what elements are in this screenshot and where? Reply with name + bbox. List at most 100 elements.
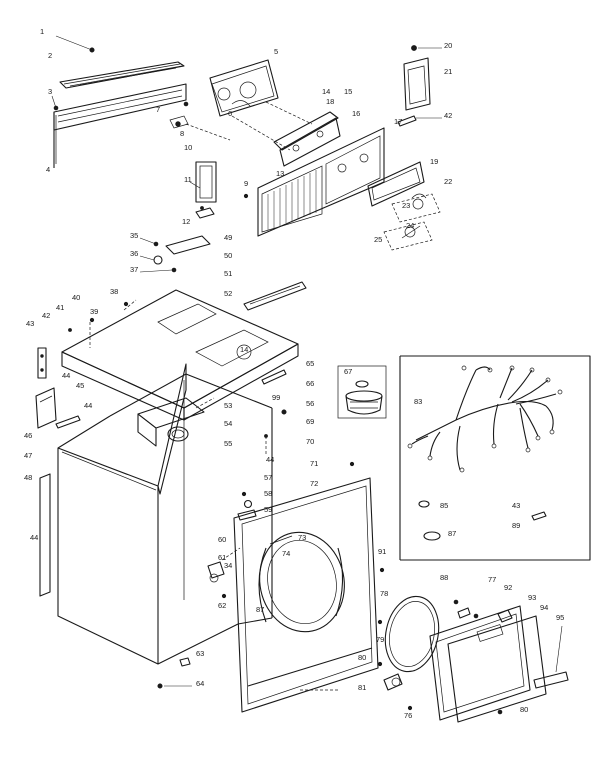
callout-c11: 11 — [184, 175, 192, 184]
callout-c93: 93 — [528, 593, 536, 602]
lid-switch-cover — [165, 235, 211, 255]
callout-c83: 83 — [414, 397, 422, 406]
callout-c5: 5 — [274, 47, 278, 56]
door-hinge-parts — [453, 599, 513, 623]
callout-c69: 69 — [306, 417, 314, 426]
left-bracket-44 — [37, 347, 47, 379]
callout-c19: 19 — [430, 157, 438, 166]
callout-c23: 23 — [402, 201, 410, 210]
callout-c89: 89 — [512, 521, 520, 530]
lamp-socket-24 — [383, 221, 433, 251]
control-bracket — [273, 111, 341, 167]
callout-c8: 8 — [180, 129, 184, 138]
callout-c42a: 42 — [444, 111, 452, 120]
callout-c52: 52 — [224, 289, 232, 298]
side-clip-69 — [264, 409, 287, 456]
callout-c46: 46 — [24, 431, 32, 440]
control-switch — [189, 161, 217, 203]
callout-c71: 71 — [310, 459, 318, 468]
hinge-bracket-46 — [35, 387, 81, 429]
hinge-pin — [397, 115, 442, 127]
callout-c53: 53 — [224, 401, 232, 410]
callout-c47: 47 — [24, 451, 32, 460]
callout-c48: 48 — [24, 473, 32, 482]
timer-assembly — [209, 59, 313, 151]
door-switch-parts — [207, 547, 241, 599]
control-panel-backsplash — [257, 127, 385, 237]
callout-c85: 85 — [440, 501, 448, 510]
callout-c35: 35 — [130, 231, 138, 240]
door-handle-95 — [533, 625, 569, 689]
callout-c34: 34 — [224, 561, 232, 570]
callout-c59: 59 — [264, 505, 272, 514]
switch-clip — [195, 206, 215, 219]
cabinet-body — [57, 363, 273, 665]
callout-c88: 88 — [440, 573, 448, 582]
callout-c20: 20 — [444, 41, 452, 50]
callout-c15: 15 — [344, 87, 352, 96]
callout-c14b: 14 — [240, 345, 248, 354]
callout-c7: 7 — [156, 105, 160, 114]
callout-c9: 9 — [244, 179, 248, 188]
console-back-panel — [53, 83, 187, 131]
indicator-lens-frame — [367, 161, 425, 207]
panel-end-cap-left — [53, 112, 57, 168]
front-panel — [233, 477, 379, 713]
door-panel-screw — [497, 709, 503, 715]
callout-c61: 61 — [218, 553, 226, 562]
callout-c44c: 44 — [30, 533, 38, 542]
door-inner-panel — [447, 615, 547, 723]
lid-hinge-bracket — [403, 45, 442, 111]
door-seal-ring — [384, 595, 440, 673]
callout-c12: 12 — [182, 217, 190, 226]
callout-c37: 37 — [130, 265, 138, 274]
callout-c39: 39 — [90, 307, 98, 316]
callout-c1: 1 — [40, 27, 44, 36]
callout-c44b: 44 — [84, 401, 92, 410]
knob-screws — [169, 101, 231, 141]
callout-c51: 51 — [224, 269, 232, 278]
bottom-clip-63 — [179, 657, 191, 667]
callout-c2: 2 — [48, 51, 52, 60]
callout-c72: 72 — [310, 479, 318, 488]
callout-c60: 60 — [218, 535, 226, 544]
callout-c36: 36 — [130, 249, 138, 258]
callout-c3: 3 — [48, 87, 52, 96]
callout-c70: 70 — [306, 437, 314, 446]
callout-c87b: 87 — [448, 529, 456, 538]
callout-c64: 64 — [196, 679, 204, 688]
callout-c87a: 87 — [256, 605, 264, 614]
callout-c43b: 43 — [512, 501, 520, 510]
callout-c73: 73 — [298, 533, 306, 542]
hinge-bar-52 — [243, 281, 307, 311]
callout-c4: 4 — [46, 165, 50, 174]
door-opening-trim — [258, 531, 345, 633]
wiring-harness — [407, 365, 563, 473]
callout-c17: 17 — [394, 117, 402, 126]
callout-c42b: 42 — [42, 311, 50, 320]
callout-c45: 45 — [76, 381, 84, 390]
callout-c44d: 44 — [266, 455, 274, 464]
callout-c56: 56 — [306, 399, 314, 408]
callout-c22: 22 — [444, 177, 452, 186]
callout-c6: 6 — [228, 109, 232, 118]
panel-screw — [51, 95, 59, 111]
callout-c24: 24 — [406, 221, 414, 230]
bottom-screw-64 — [157, 683, 192, 689]
top-mounting-screws — [68, 301, 129, 332]
callout-c92: 92 — [504, 583, 512, 592]
callout-c25: 25 — [374, 235, 382, 244]
callout-c54: 54 — [224, 419, 232, 428]
callout-c58: 58 — [264, 489, 272, 498]
callout-c76: 76 — [404, 711, 412, 720]
callout-c16: 16 — [352, 109, 360, 118]
callout-c66: 66 — [306, 379, 314, 388]
callout-c80b: 80 — [520, 705, 528, 714]
callout-c10: 10 — [184, 143, 192, 152]
lid-switch-small-parts — [139, 237, 177, 273]
callout-c13: 13 — [276, 169, 284, 178]
callout-c21: 21 — [444, 67, 452, 76]
callout-c55: 55 — [224, 439, 232, 448]
